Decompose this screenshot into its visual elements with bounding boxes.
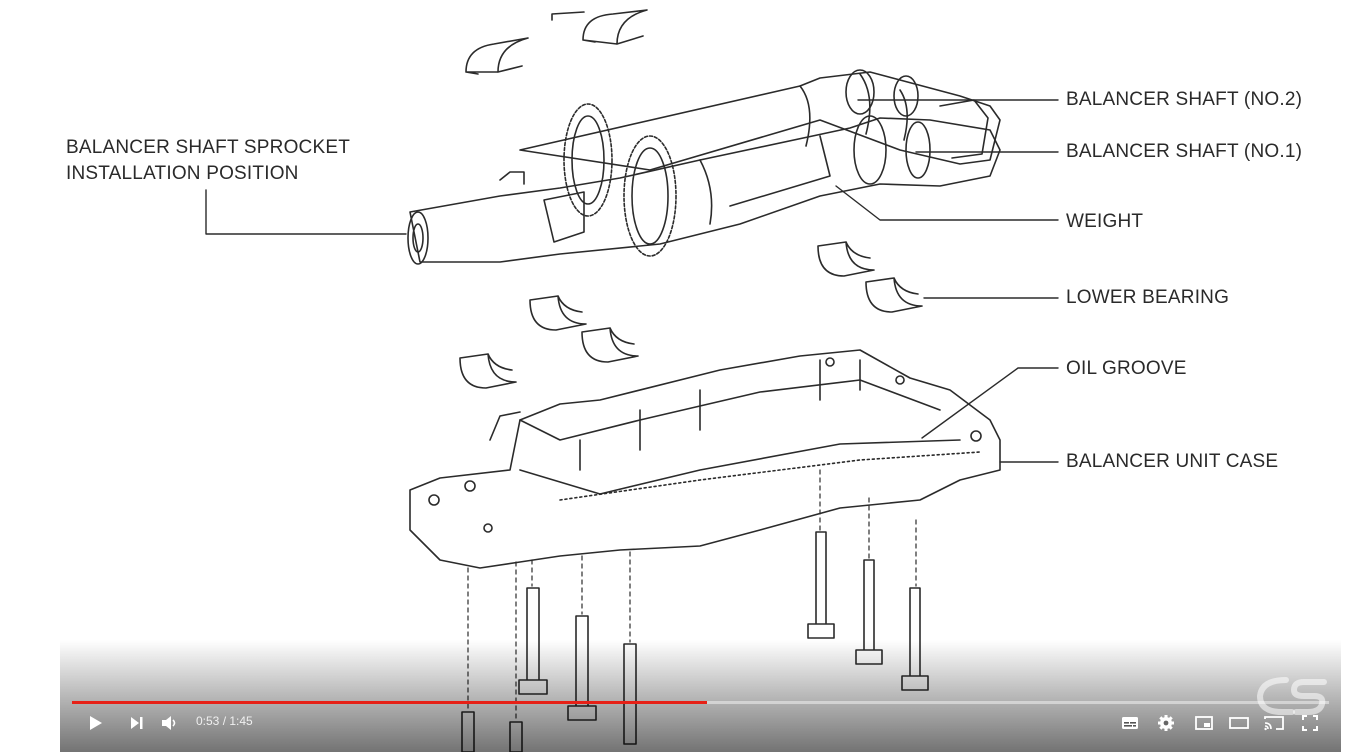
balancer-shaft-no2 <box>519 69 1001 171</box>
settings-icon <box>1158 715 1174 731</box>
progress-bar[interactable] <box>72 701 1329 704</box>
subtitles-icon <box>1122 717 1138 729</box>
label-sprocket-position-line2: INSTALLATION POSITION <box>66 163 299 184</box>
next-icon <box>131 717 143 729</box>
play-button[interactable] <box>84 712 108 734</box>
label-balancer-shaft-no2: BALANCER SHAFT (NO.2) <box>1066 89 1303 110</box>
lower-bearing-shells <box>459 241 923 389</box>
miniplayer-icon <box>1195 716 1213 730</box>
label-oil-groove: OIL GROOVE <box>1066 358 1187 379</box>
settings-button[interactable] <box>1154 712 1178 734</box>
current-time: 0:53 <box>196 714 220 728</box>
progress-played <box>72 701 707 704</box>
volume-icon <box>162 716 176 730</box>
fullscreen-button[interactable] <box>1298 712 1322 734</box>
gears <box>563 103 677 257</box>
upper-bearing-shells <box>465 9 648 75</box>
miniplayer-button[interactable] <box>1192 712 1216 734</box>
label-sprocket-position-line1: BALANCER SHAFT SPROCKET <box>66 137 351 158</box>
theater-icon <box>1229 717 1249 729</box>
cast-button[interactable] <box>1262 712 1286 734</box>
cs-logo-icon <box>1252 672 1332 718</box>
duration: 1:45 <box>229 714 253 728</box>
volume-button[interactable] <box>158 712 182 734</box>
label-weight: WEIGHT <box>1066 211 1144 232</box>
label-balancer-unit-case: BALANCER UNIT CASE <box>1066 451 1279 472</box>
player-controls-gradient <box>60 640 1341 752</box>
label-balancer-shaft-no1: BALANCER SHAFT (NO.1) <box>1066 141 1303 162</box>
play-icon <box>90 716 102 730</box>
time-display: 0:53 / 1:45 <box>196 714 253 728</box>
balancer-shaft-no1 <box>407 115 1001 265</box>
theater-mode-button[interactable] <box>1227 712 1251 734</box>
balancer-unit-case <box>409 349 1001 569</box>
label-lower-bearing: LOWER BEARING <box>1066 287 1230 308</box>
next-button[interactable] <box>125 712 149 734</box>
cast-icon <box>1264 716 1284 731</box>
fullscreen-icon <box>1302 715 1318 731</box>
leader-lines <box>205 99 1059 463</box>
subtitles-button[interactable] <box>1118 712 1142 734</box>
